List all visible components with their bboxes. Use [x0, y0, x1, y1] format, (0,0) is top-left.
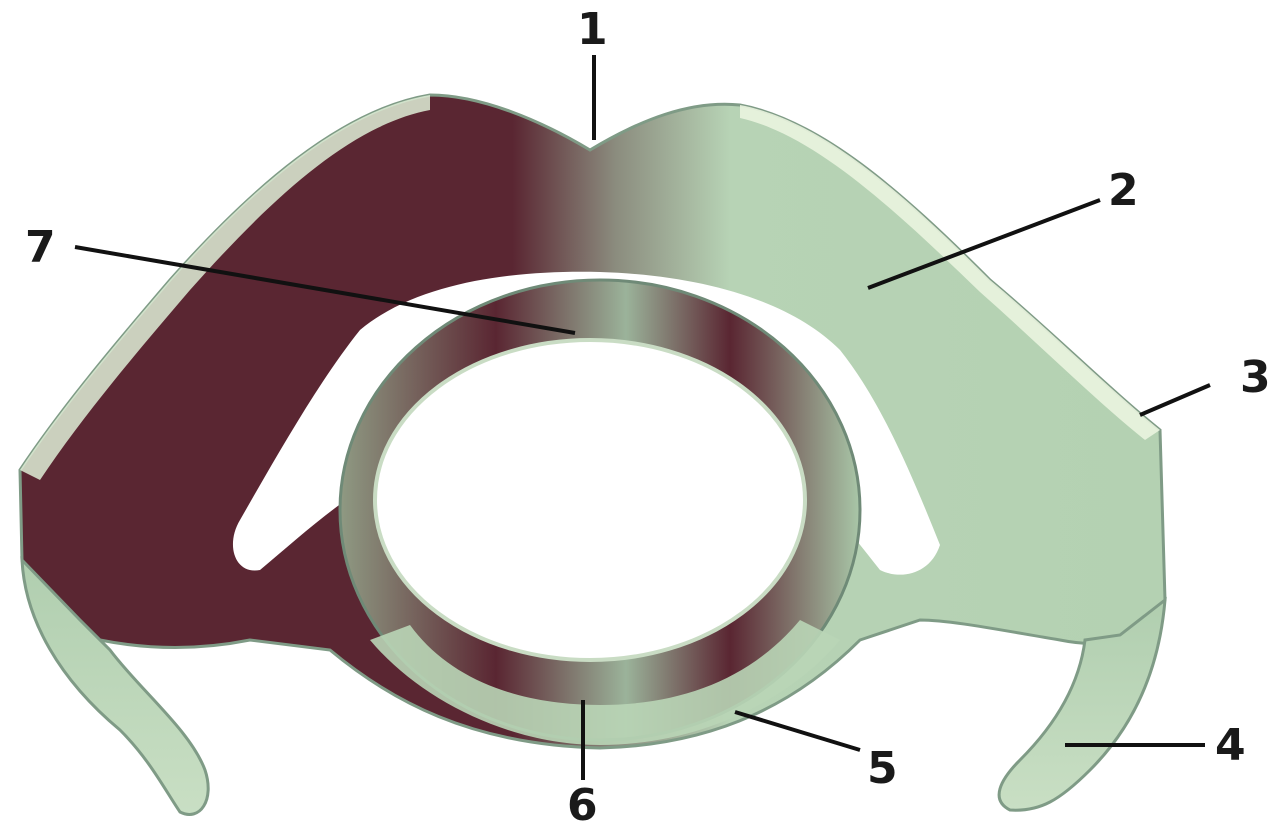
label-7: 7 — [25, 222, 56, 273]
label-5: 5 — [867, 743, 898, 794]
label-4: 4 — [1215, 720, 1246, 771]
label-1: 1 — [577, 4, 608, 55]
label-6: 6 — [567, 780, 598, 825]
label-3: 3 — [1240, 352, 1271, 403]
label-2: 2 — [1108, 165, 1139, 216]
lumen — [375, 340, 805, 660]
leader-line-5 — [735, 712, 860, 750]
leader-line-3 — [1140, 385, 1210, 415]
